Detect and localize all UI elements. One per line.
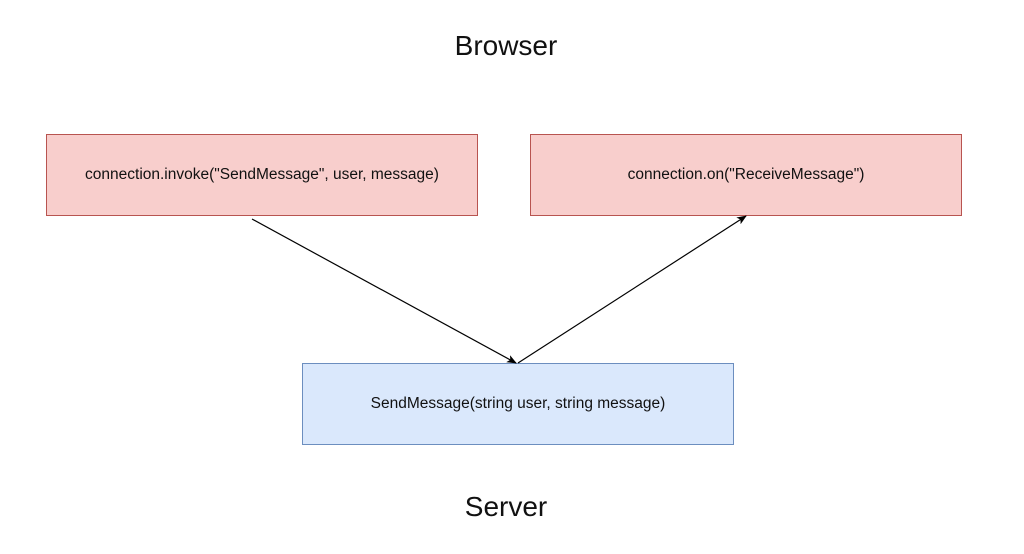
server-to-receive-arrow (517, 215, 747, 364)
server-method-node-label: SendMessage(string user, string message) (370, 395, 666, 412)
browser-label: Browser (454, 30, 558, 61)
receive-node-label: connection.on("ReceiveMessage") (627, 166, 865, 183)
receive-node: connection.on("ReceiveMessage") (530, 134, 962, 216)
invoke-node: connection.invoke("SendMessage", user, m… (46, 134, 478, 216)
server-method-node: SendMessage(string user, string message) (302, 363, 734, 445)
invoke-to-server-arrow (251, 218, 517, 364)
invoke-node-label: connection.invoke("SendMessage", user, m… (85, 166, 439, 183)
server-label: Server (464, 491, 548, 522)
